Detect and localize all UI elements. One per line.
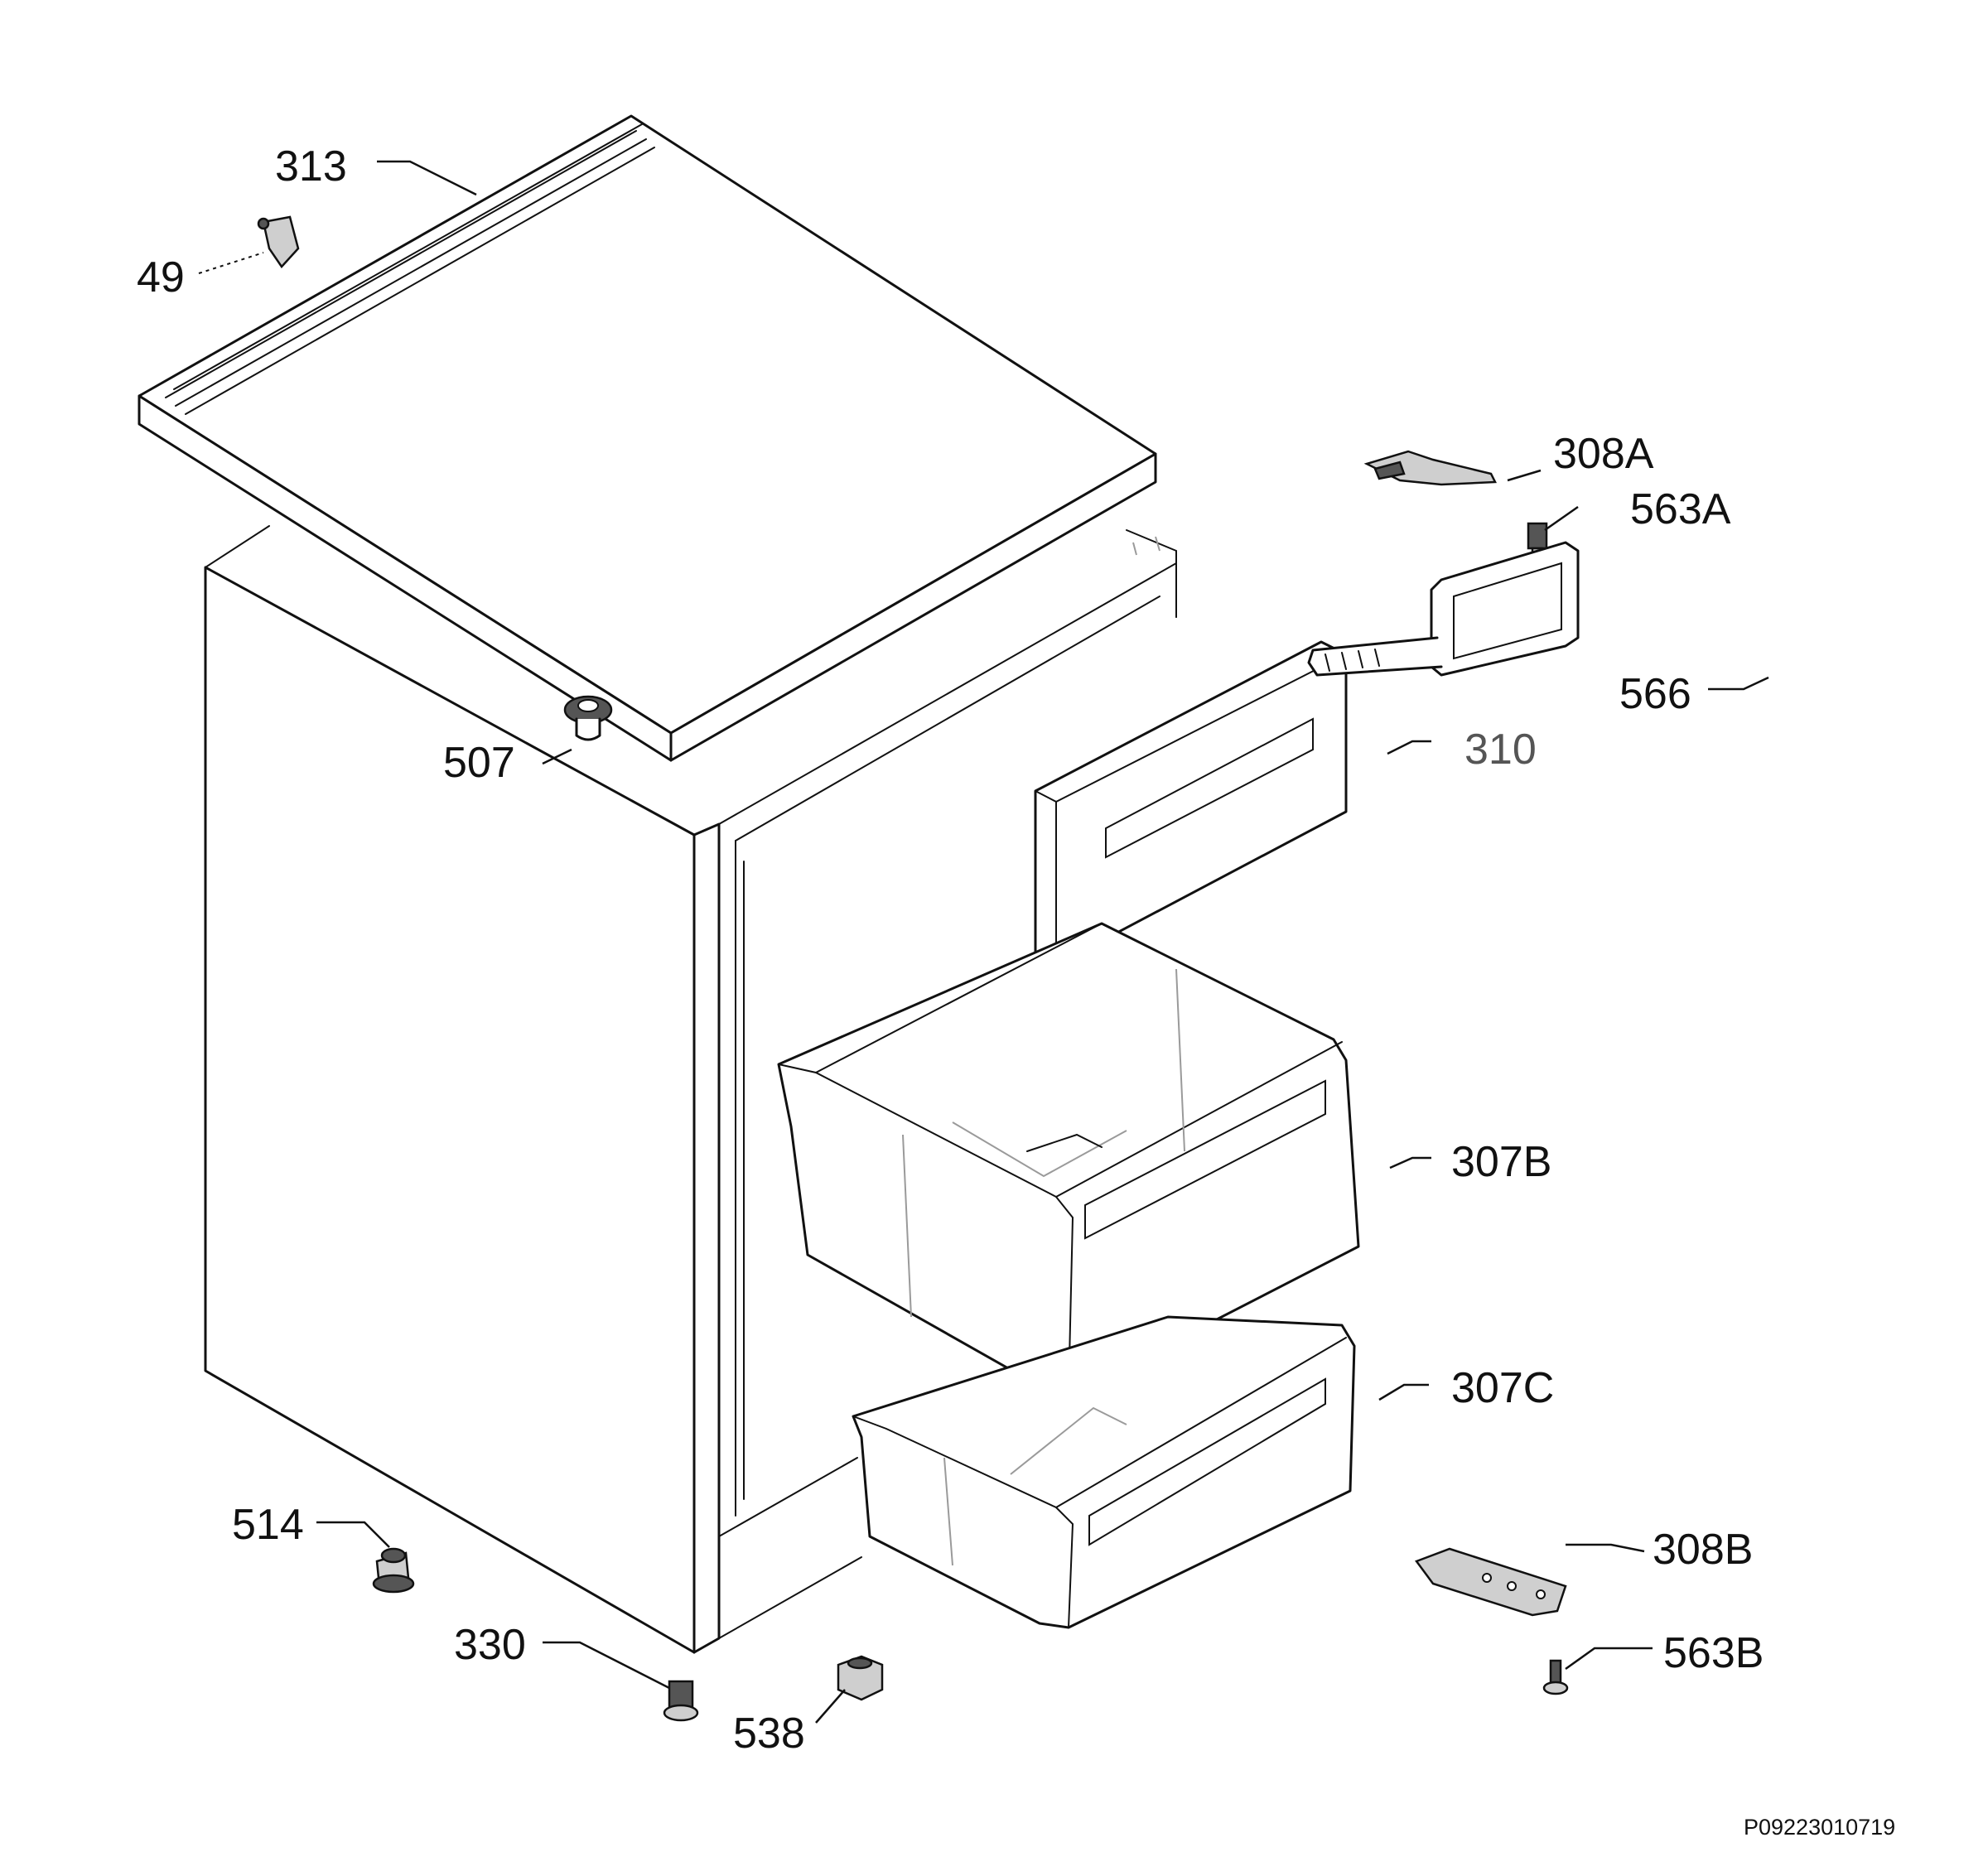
label-307C: 307C xyxy=(1451,1364,1554,1412)
label-514: 514 xyxy=(232,1501,304,1549)
lower-hinge-pin-icon xyxy=(1542,1659,1569,1695)
label-507: 507 xyxy=(443,739,515,787)
adjustable-foot-icon xyxy=(372,1547,415,1594)
spacer-icon xyxy=(837,1655,884,1701)
label-330: 330 xyxy=(454,1621,526,1669)
hinge-bracket-icon xyxy=(257,215,300,269)
label-538: 538 xyxy=(733,1710,805,1758)
drawer-front-panel xyxy=(1034,640,1348,967)
top-lid xyxy=(138,114,1157,762)
cabinet-body xyxy=(204,525,1177,1654)
key-icon xyxy=(1307,541,1580,677)
leader-lines xyxy=(198,160,1769,1724)
label-307B: 307B xyxy=(1451,1138,1551,1186)
label-310: 310 xyxy=(1464,726,1537,774)
drawing-code: P09223010719 xyxy=(1744,1815,1895,1840)
label-313: 313 xyxy=(275,142,347,190)
lower-drawer xyxy=(852,1315,1356,1629)
label-49: 49 xyxy=(137,253,185,301)
upper-hinge-icon xyxy=(1363,450,1497,486)
label-563B: 563B xyxy=(1663,1629,1764,1677)
label-566: 566 xyxy=(1619,670,1691,718)
front-foot-icon xyxy=(663,1680,699,1722)
label-563A: 563A xyxy=(1630,485,1731,533)
label-308B: 308B xyxy=(1653,1526,1753,1574)
lower-hinge-icon xyxy=(1415,1547,1567,1617)
label-308A: 308A xyxy=(1553,430,1654,478)
door-stopper-icon xyxy=(563,695,613,741)
